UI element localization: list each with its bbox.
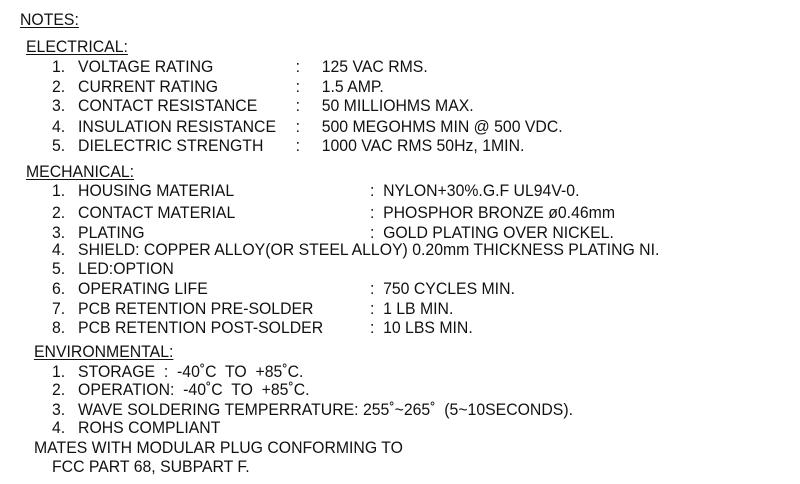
electrical-item: 1. VOLTAGE RATING: 125 VAC RMS.	[52, 58, 759, 76]
electrical-item: 3. CONTACT RESISTANCE: 50 MILLIOHMS MAX.	[52, 97, 759, 115]
item-number: 2.	[52, 203, 66, 222]
electrical-heading: ELECTRICAL:	[26, 37, 128, 56]
environmental-item: 1. STORAGE : -40˚C TO +85˚C.	[52, 363, 759, 381]
item-label: DIELECTRIC STRENGTH	[78, 136, 264, 155]
mechanical-item: 4. SHIELD: COPPER ALLOY(OR STEEL ALLOY) 0…	[52, 241, 759, 259]
mechanical-item: 7. PCB RETENTION PRE-SOLDER:1 LB MIN.	[52, 300, 759, 318]
item-text: SHIELD: COPPER ALLOY(OR STEEL ALLOY) 0.2…	[78, 240, 660, 259]
item-colon: :	[370, 181, 375, 200]
item-value: 1000 VAC RMS 50Hz, 1MIN.	[321, 136, 525, 155]
footer-line-1: MATES WITH MODULAR PLUG CONFORMING TO	[34, 438, 403, 457]
mechanical-item: 2. CONTACT MATERIAL: PHOSPHOR BRONZE ø0.46…	[52, 204, 759, 222]
item-colon: :	[295, 117, 301, 136]
electrical-item: 2. CURRENT RATING: 1.5 AMP.	[52, 78, 759, 96]
item-label: VOLTAGE RATING	[78, 57, 214, 76]
item-label: CONTACT MATERIAL	[78, 203, 236, 222]
environmental-item: 3. WAVE SOLDERING TEMPERRATURE: 255˚~265˚…	[52, 401, 759, 419]
mechanical-item: 8. PCB RETENTION POST-SOLDER:10 LBS MIN.	[52, 319, 759, 337]
item-text: WAVE SOLDERING TEMPERRATURE: 255˚~265˚ (…	[78, 400, 573, 419]
item-value: 10 LBS MIN.	[383, 318, 473, 337]
item-number: 1.	[52, 57, 66, 76]
item-number: 4.	[52, 117, 66, 136]
item-number: 4.	[52, 418, 66, 437]
item-label: INSULATION RESISTANCE	[78, 117, 276, 136]
item-label: CURRENT RATING	[78, 77, 219, 96]
electrical-item: 4. INSULATION RESISTANCE: 500 MEGOHMS MIN …	[52, 118, 759, 136]
mechanical-heading: MECHANICAL:	[26, 162, 135, 181]
mechanical-item: 1. HOUSING MATERIAL: NYLON+30%.G.F UL94V-0…	[52, 182, 759, 200]
item-colon: :	[295, 136, 301, 155]
notes-title: NOTES:	[20, 10, 79, 29]
item-number: 3.	[52, 96, 66, 115]
item-colon: :	[370, 223, 375, 242]
item-value: 500 MEGOHMS MIN @ 500 VDC.	[321, 117, 563, 136]
item-number: 8.	[52, 318, 66, 337]
item-value: 750 CYCLES MIN.	[383, 279, 515, 298]
item-label: PCB RETENTION PRE-SOLDER	[78, 299, 314, 318]
item-value: 50 MILLIOHMS MAX.	[321, 96, 474, 115]
item-number: 6.	[52, 279, 66, 298]
environmental-item: 2. OPERATION: -40˚C TO +85˚C.	[52, 381, 759, 399]
environmental-item: 4. ROHS COMPLIANT	[52, 419, 759, 437]
item-value: GOLD PLATING OVER NICKEL.	[383, 223, 614, 242]
item-number: 1.	[52, 181, 66, 200]
electrical-item: 5. DIELECTRIC STRENGTH: 1000 VAC RMS 50Hz,…	[52, 137, 759, 155]
item-number: 5.	[52, 259, 66, 278]
mechanical-item: 6. OPERATING LIFE:750 CYCLES MIN.	[52, 280, 759, 298]
item-label: CONTACT RESISTANCE	[78, 96, 258, 115]
item-colon: :	[295, 77, 301, 96]
item-text: LED:OPTION	[78, 259, 174, 278]
item-label: HOUSING MATERIAL	[78, 181, 235, 200]
item-colon: :	[370, 318, 375, 337]
item-colon: :	[295, 96, 301, 115]
item-value: 1.5 AMP.	[321, 77, 384, 96]
item-value: 1 LB MIN.	[383, 299, 454, 318]
item-text: ROHS COMPLIANT	[78, 418, 221, 437]
item-label: OPERATING LIFE	[78, 279, 208, 298]
item-number: 1.	[52, 362, 66, 381]
environmental-heading: ENVIRONMENTAL:	[34, 342, 174, 361]
item-colon: :	[295, 57, 301, 76]
item-colon: :	[370, 299, 375, 318]
item-colon: :	[370, 203, 375, 222]
mechanical-item: 3. PLATING: GOLD PLATING OVER NICKEL.	[52, 224, 759, 242]
item-number: 5.	[52, 136, 66, 155]
item-number: 3.	[52, 400, 66, 419]
item-label: PLATING	[78, 223, 145, 242]
mechanical-item: 5. LED:OPTION	[52, 260, 759, 278]
item-number: 7.	[52, 299, 66, 318]
item-value: PHOSPHOR BRONZE ø0.46mm	[383, 203, 615, 222]
item-value: NYLON+30%.G.F UL94V-0.	[383, 181, 580, 200]
item-number: 4.	[52, 240, 66, 259]
item-number: 3.	[52, 223, 66, 242]
item-number: 2.	[52, 77, 66, 96]
item-value: 125 VAC RMS.	[321, 57, 428, 76]
item-text: STORAGE : -40˚C TO +85˚C.	[78, 362, 304, 381]
item-text: OPERATION: -40˚C TO +85˚C.	[78, 380, 310, 399]
footer-line-2: FCC PART 68, SUBPART F.	[52, 457, 250, 476]
item-number: 2.	[52, 380, 66, 399]
item-colon: :	[370, 279, 375, 298]
item-label: PCB RETENTION POST-SOLDER	[78, 318, 324, 337]
